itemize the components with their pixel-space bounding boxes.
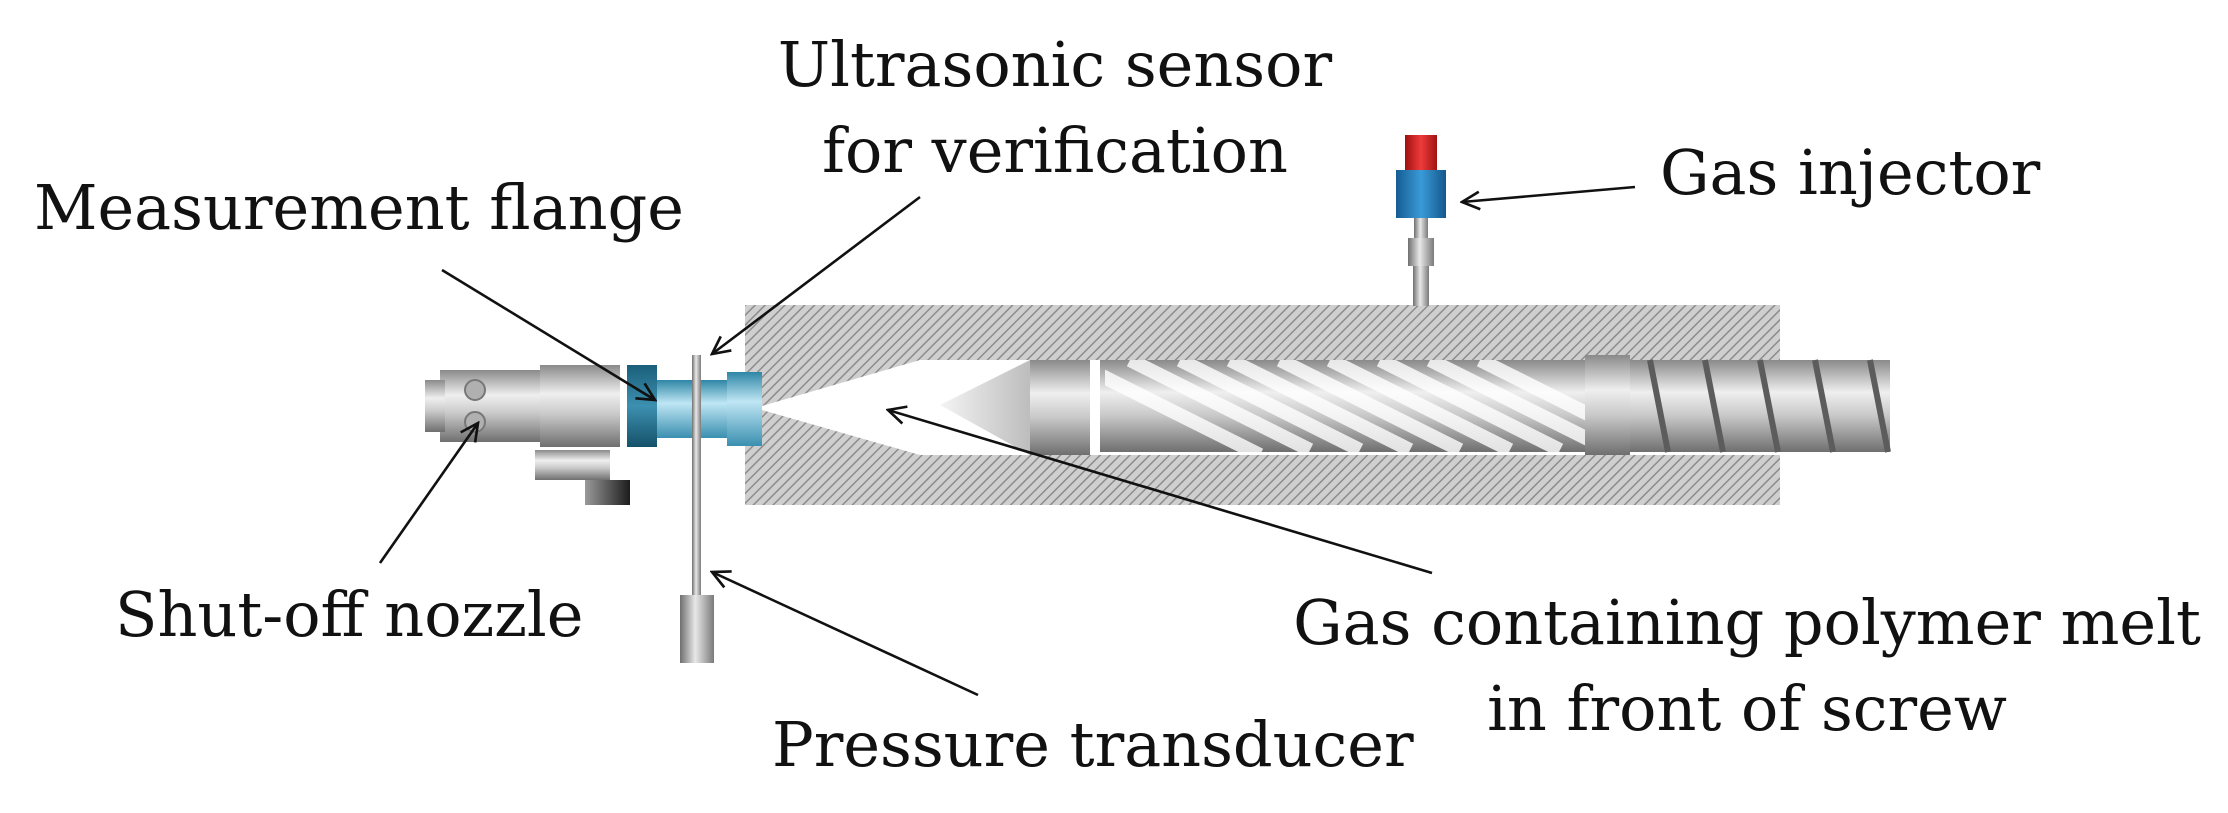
label-pressure-transducer: Pressure transducer (772, 708, 1414, 781)
label-gas-melt-line2: in front of screw (1487, 672, 2007, 745)
leader-gas-melt (888, 410, 1433, 575)
label-measurement-flange: Measurement flange (34, 171, 684, 244)
gas-injector (1396, 135, 1446, 306)
screw (940, 355, 1891, 455)
label-shutoff-nozzle: Shut-off nozzle (115, 578, 584, 651)
label-gas-melt-line1: Gas containing polymer melt (1293, 586, 2201, 659)
measurement-flange (627, 365, 762, 447)
pressure-transducer (680, 355, 714, 663)
leader-ultrasonic (712, 195, 921, 354)
shutoff-nozzle (425, 365, 630, 505)
leader-gas-injector (1462, 185, 1636, 202)
leader-nozzle (378, 423, 478, 564)
leader-lines (378, 185, 1636, 697)
leader-flange (441, 268, 655, 400)
label-gas-containing-melt: Gas containing polymer melt in front of … (1282, 580, 2212, 752)
label-ultrasonic-sensor: Ultrasonic sensor for verification (770, 22, 1340, 194)
leader-pressure (712, 572, 979, 697)
label-ultrasonic-line2: for verification (822, 114, 1288, 187)
label-ultrasonic-line1: Ultrasonic sensor (777, 28, 1333, 101)
label-gas-injector: Gas injector (1660, 136, 2041, 209)
